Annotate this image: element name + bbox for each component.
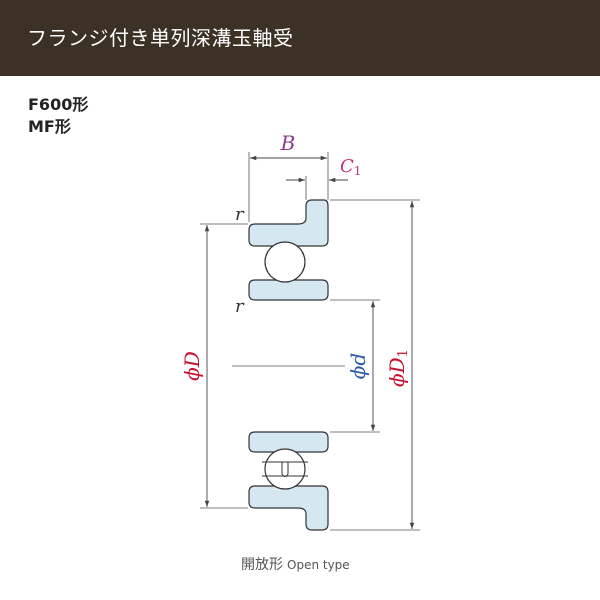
caption-jp: 開放形: [241, 557, 283, 573]
caption: 開放形 Open type: [241, 554, 350, 574]
page-title: フランジ付き単列深溝玉軸受: [27, 26, 294, 50]
extension-lines: [200, 152, 420, 531]
caption-en: Open type: [287, 558, 350, 572]
inner-ring-bottom: [248, 431, 329, 453]
type-label-f600: F600形: [28, 95, 89, 114]
type-label-mf: MF形: [28, 117, 71, 136]
label-bore-diameter: ϕd: [346, 353, 370, 379]
cage-bottom: [262, 461, 308, 477]
header-bar: フランジ付き単列深溝玉軸受: [0, 0, 600, 76]
ball-top: [264, 241, 306, 283]
cage-top-right: [301, 251, 306, 273]
bearing-bottom-half: [248, 431, 329, 531]
label-outer-diameter: ϕD: [180, 351, 204, 381]
cage-top-left: [264, 251, 269, 273]
dimension-lines: [204, 155, 415, 529]
label-r-top: r: [235, 204, 245, 225]
inner-ring-top: [248, 279, 329, 301]
label-c1: C1: [340, 156, 361, 178]
outer-ring-bottom: [248, 485, 329, 531]
ball-bottom: [264, 448, 306, 490]
label-flange-diameter: ϕD1: [385, 349, 411, 387]
bearing-top-half: [248, 199, 329, 301]
outer-ring-top: [248, 199, 329, 247]
label-b: B: [280, 131, 296, 155]
label-r-mid: r: [235, 296, 245, 317]
